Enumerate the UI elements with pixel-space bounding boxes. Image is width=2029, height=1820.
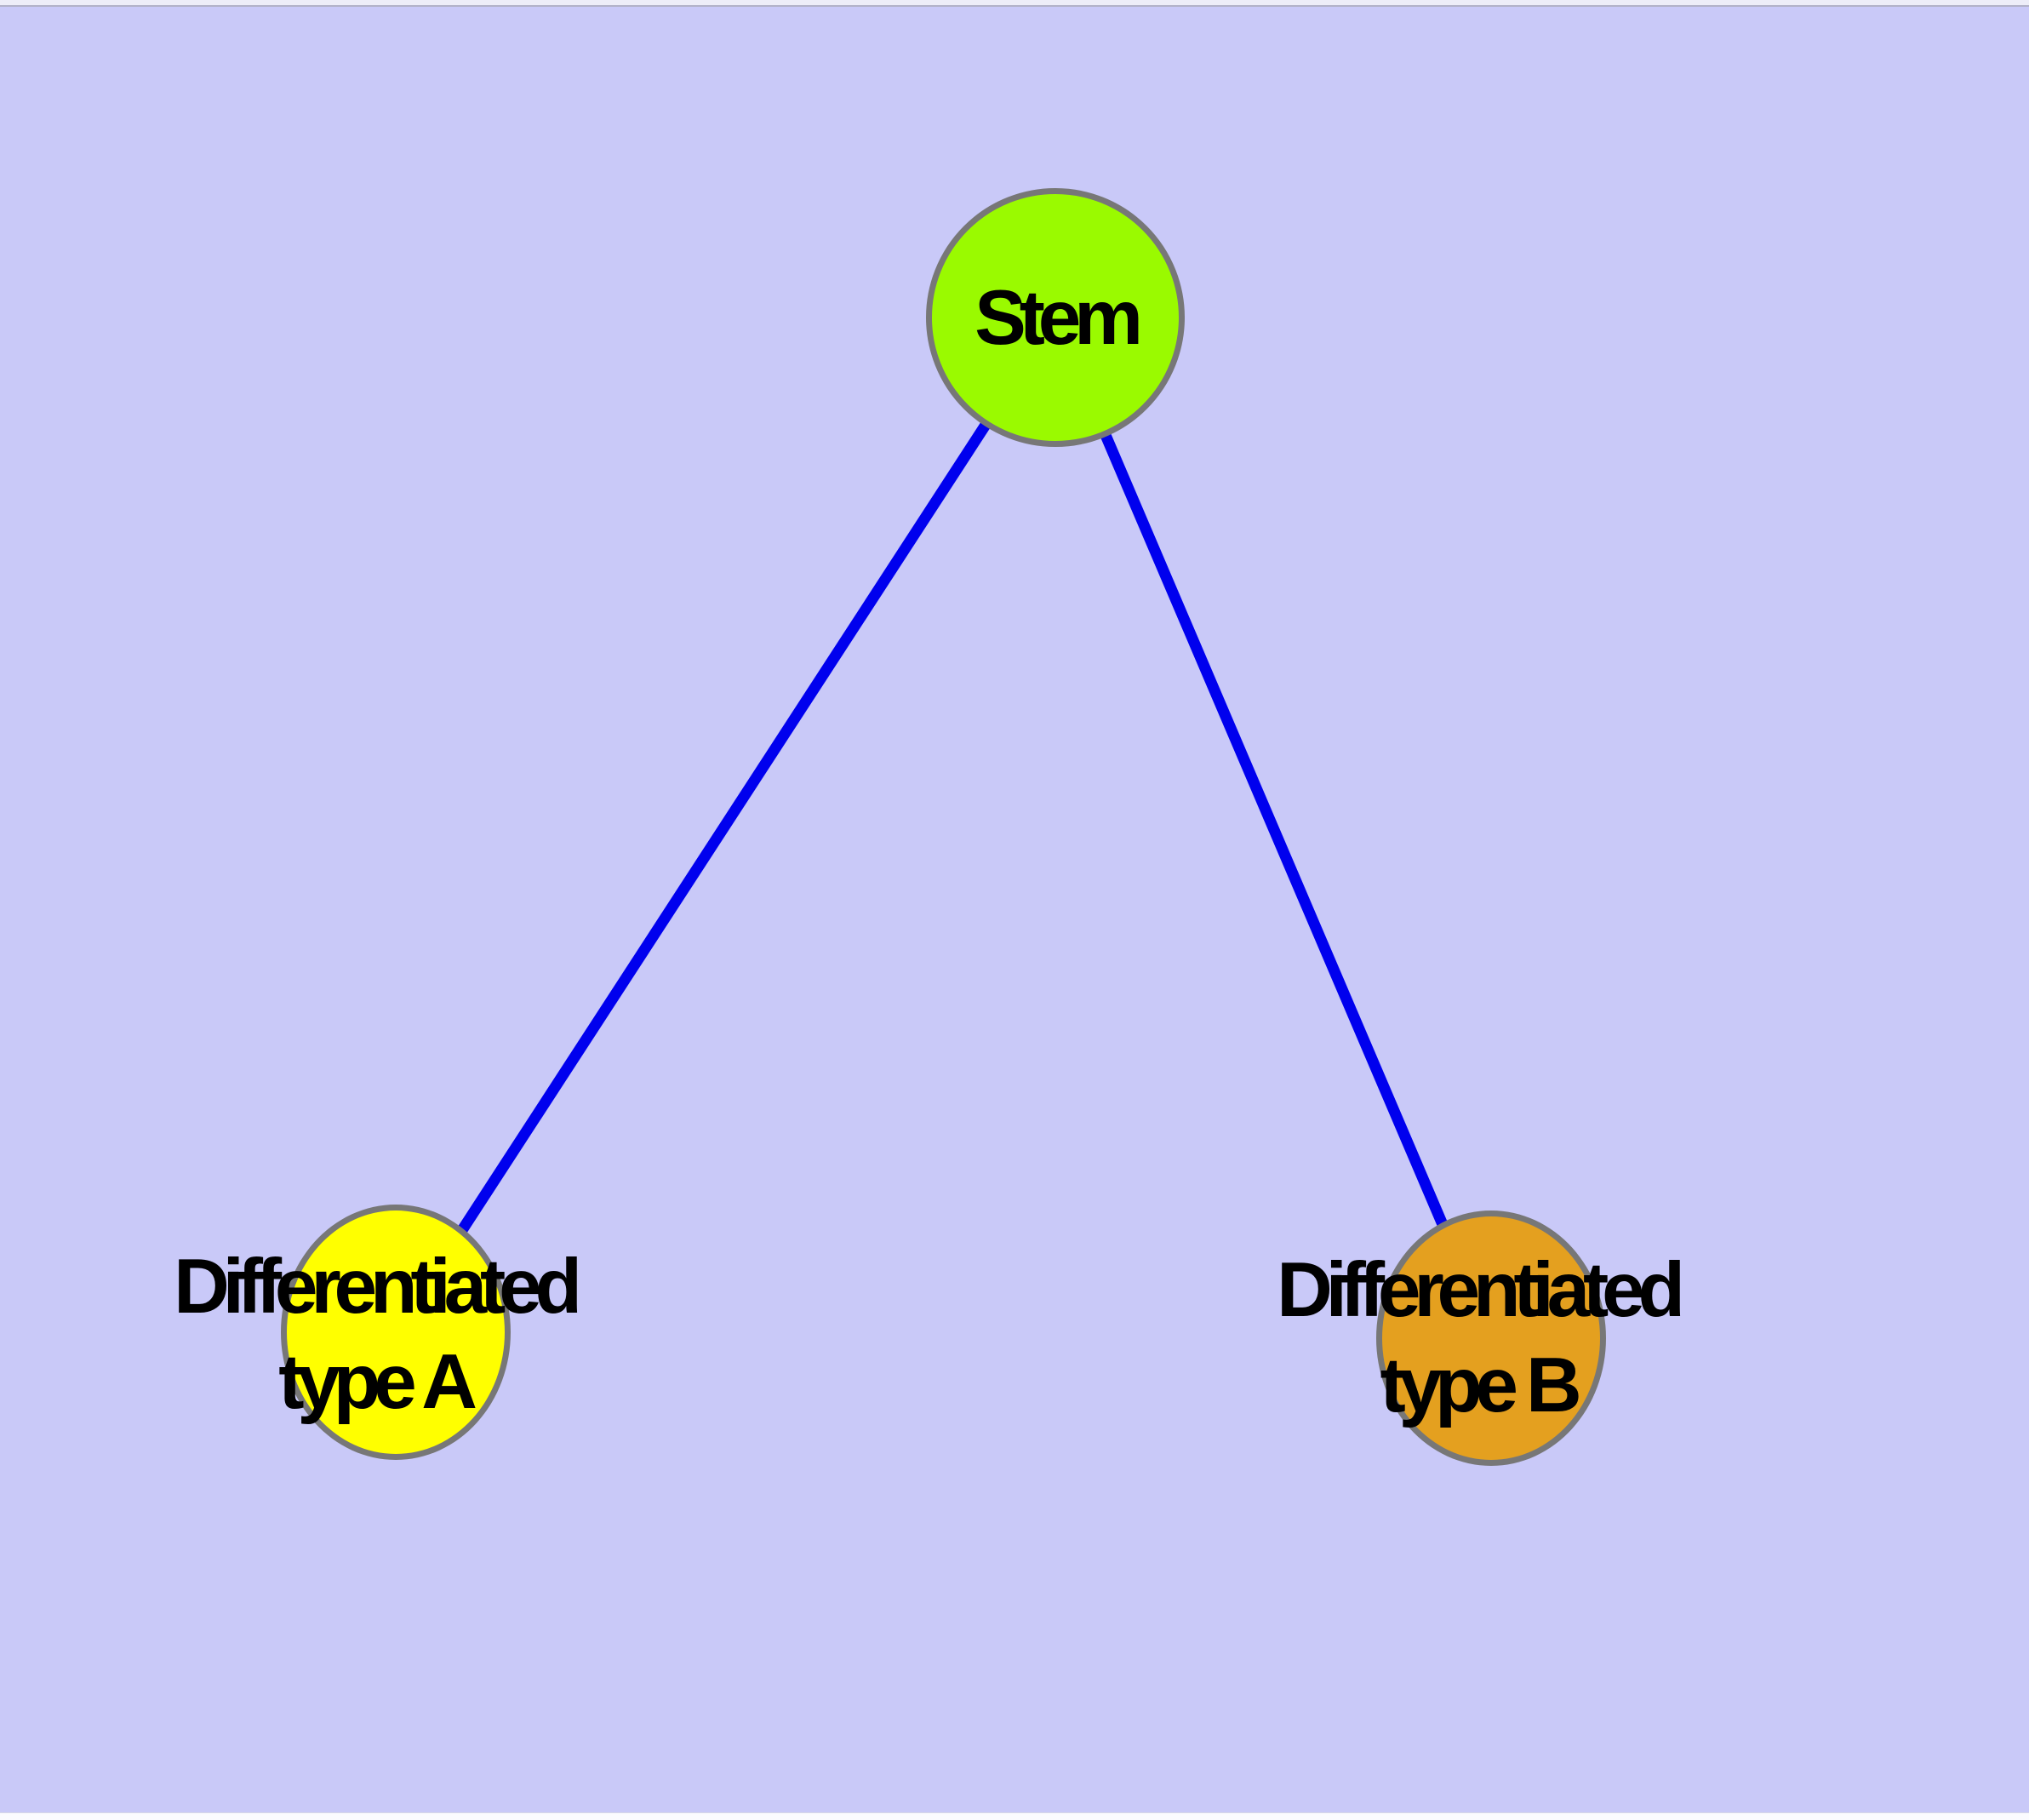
type-b-node-label: Differentiated type B [1277, 1243, 1685, 1434]
stem-label-text: Stem [974, 275, 1143, 361]
bottom-edge-strip [0, 1812, 2029, 1820]
edge-stem-to-type-a [391, 314, 1060, 1336]
type-a-label-line1: Differentiated [174, 1244, 582, 1330]
stem-node-label: Stem [974, 271, 1143, 366]
node-stem[interactable] [926, 188, 1185, 447]
type-a-label-line2: type A [278, 1339, 477, 1425]
type-b-label-line2: type B [1380, 1342, 1582, 1428]
node-differentiated-type-b[interactable] [1376, 1210, 1606, 1466]
node-differentiated-type-a[interactable] [281, 1205, 511, 1460]
type-a-node-label: Differentiated type A [174, 1239, 582, 1430]
type-b-label-line1: Differentiated [1277, 1247, 1685, 1333]
edge-stem-to-type-b [1050, 315, 1496, 1341]
top-edge-strip [0, 0, 2029, 7]
